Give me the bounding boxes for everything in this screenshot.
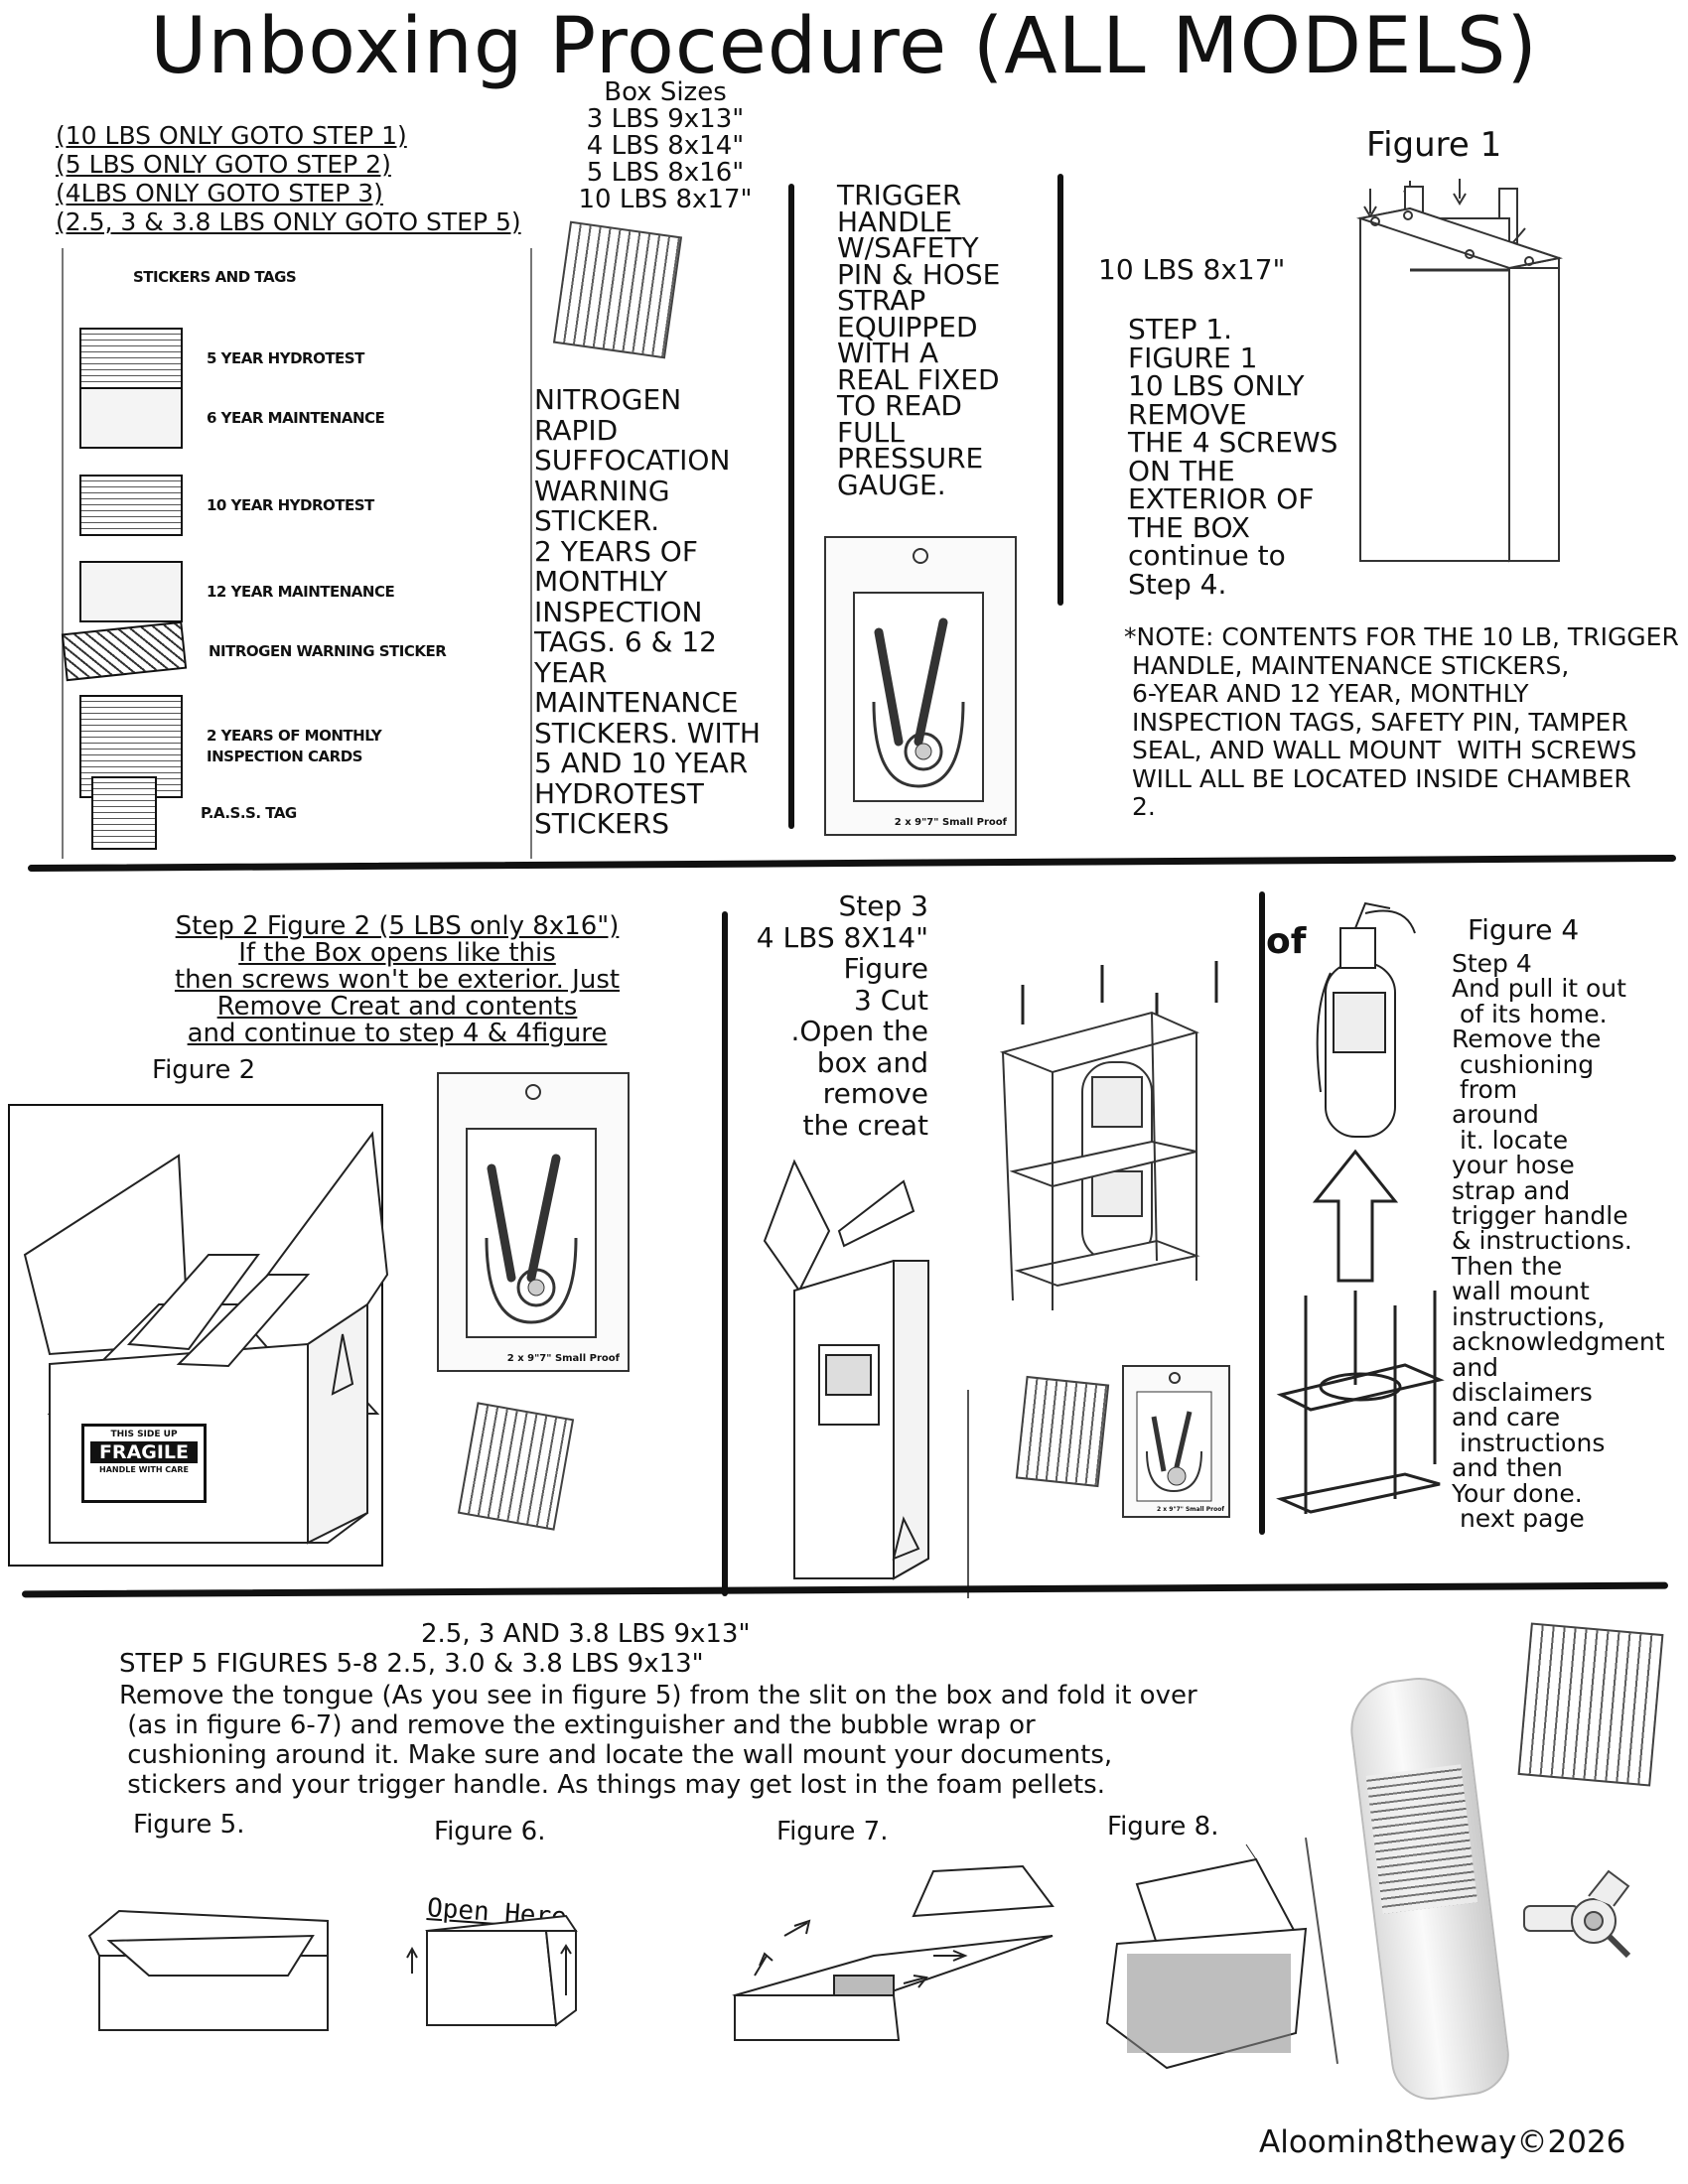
step2-line: Step 2 Figure 2 (5 LBS only 8x16") — [149, 913, 645, 940]
sticker-label: P.A.S.S. TAG — [201, 804, 297, 822]
figure5-label: Figure 5. — [133, 1811, 244, 1840]
box-size-item: 10 LBS 8x17" — [566, 187, 765, 213]
sticker-label: 2 YEARS OF MONTHLY INSPECTION CARDS — [207, 726, 385, 767]
sticker-sheet-image — [553, 221, 682, 359]
sticker-thumbnail — [79, 475, 183, 536]
proof-label: 2 x 9"7" Small Proof — [1157, 1506, 1224, 1513]
sticker-sheet-image — [1016, 1376, 1109, 1487]
trigger-handle-icon — [1132, 1382, 1221, 1511]
figure8-box-drawing — [1097, 1854, 1326, 2083]
sticker-thumbnail — [79, 561, 183, 622]
step1-size: 10 LBS 8x17" — [1098, 254, 1285, 286]
fire-extinguisher-drawing — [1306, 893, 1415, 1142]
cylinder-label-image — [1366, 1764, 1477, 1914]
figure1-label: Figure 1 — [1366, 125, 1501, 165]
divider-vertical — [722, 911, 728, 1596]
trigger-handle-icon — [457, 1109, 606, 1347]
step5-instructions: Remove the tongue (As you see in figure … — [119, 1681, 1291, 1800]
sticker-label: 12 YEAR MAINTENANCE — [207, 583, 394, 601]
step1-note: *NOTE: CONTENTS FOR THE 10 LB, TRIGGER H… — [1124, 623, 1688, 822]
crate-drawing — [993, 953, 1211, 1350]
step5-size: 2.5, 3 AND 3.8 LBS 9x13" — [421, 1620, 750, 1649]
sticker-label: 10 YEAR HYDROTEST — [207, 496, 374, 514]
gas-cylinder-image — [1345, 1672, 1514, 2104]
sticker-label: NITROGEN WARNING STICKER — [209, 642, 446, 660]
sticker-thumbnail — [79, 328, 183, 389]
sticker-item: NITROGEN WARNING STICKER — [64, 627, 446, 675]
stickers-heading: STICKERS AND TAGS — [133, 268, 296, 286]
figure7-label: Figure 7. — [776, 1818, 888, 1846]
sticker-item: 6 YEAR MAINTENANCE — [79, 387, 384, 449]
figure5-box-drawing — [89, 1906, 348, 2045]
sticker-item: 12 YEAR MAINTENANCE — [79, 561, 394, 622]
divider-vertical — [1057, 174, 1063, 606]
goto-line: (4LBS ONLY GOTO STEP 3) — [56, 179, 572, 207]
step5-heading: STEP 5 FIGURES 5-8 2.5, 3.0 & 3.8 LBS 9x… — [119, 1650, 704, 1679]
box-size-item: 4 LBS 8x14" — [566, 133, 765, 160]
fragile-top-text: THIS SIDE UP — [84, 1430, 204, 1439]
fragile-label: THIS SIDE UP FRAGILE HANDLE WITH CARE — [81, 1424, 207, 1503]
sticker-sheet-image — [1518, 1622, 1664, 1786]
trigger-handle-tag-small: 2 x 9"7" Small Proof — [1122, 1365, 1230, 1518]
step2-instructions: Step 2 Figure 2 (5 LBS only 8x16") If th… — [149, 913, 645, 1047]
sticker-thumbnail — [62, 621, 187, 681]
divider-vertical — [788, 184, 794, 829]
trigger-description: TRIGGER HANDLE W/SAFETY PIN & HOSE STRAP… — [837, 183, 1036, 498]
sticker-item: 5 YEAR HYDROTEST — [79, 328, 364, 389]
step4-fragment: of — [1266, 921, 1306, 962]
fragile-main-text: FRAGILE — [90, 1441, 198, 1463]
nitrogen-description: NITROGEN RAPID SUFFOCATION WARNING STICK… — [534, 385, 773, 840]
step2-line: If the Box opens like this — [149, 940, 645, 967]
copyright: Aloomin8theway©2026 — [1259, 2124, 1625, 2160]
figure6-box-drawing — [397, 1916, 576, 2035]
figure6-label: Figure 6. — [434, 1818, 545, 1846]
sticker-sheet-image — [458, 1402, 574, 1530]
sticker-thumbnail — [91, 776, 157, 850]
sticker-item: 10 YEAR HYDROTEST — [79, 475, 374, 536]
section-divider — [22, 1582, 1668, 1598]
box-sizes: Box Sizes 3 LBS 9x13" 4 LBS 8x14" 5 LBS … — [566, 79, 765, 213]
hanging-hole-icon — [525, 1084, 541, 1100]
step4-instructions: Step 4 And pull it out of its home. Remo… — [1452, 951, 1686, 1531]
page-title: Unboxing Procedure (ALL MODELS) — [0, 2, 1688, 91]
trigger-handle-icon — [844, 573, 993, 811]
trigger-handle-tag: 2 x 9"7" Small Proof — [437, 1072, 630, 1372]
trigger-handle-tag: 2 x 9"7" Small Proof — [824, 536, 1017, 836]
sticker-item: P.A.S.S. TAG — [91, 776, 297, 850]
step2-line: Remove Creat and contents — [149, 994, 645, 1021]
goto-line: (2.5, 3 & 3.8 LBS ONLY GOTO STEP 5) — [56, 207, 572, 236]
trigger-handle-icon — [1519, 1866, 1638, 1966]
goto-line: (5 LBS ONLY GOTO STEP 2) — [56, 150, 572, 179]
figure2-frame: THIS SIDE UP FRAGILE HANDLE WITH CARE — [8, 1104, 383, 1567]
divider-vertical — [1259, 891, 1265, 1535]
divider-thin — [967, 1390, 969, 1598]
proof-label: 2 x 9"7" Small Proof — [507, 1353, 620, 1364]
hanging-hole-icon — [913, 548, 928, 564]
step2-line: then screws won't be exterior. Just — [149, 967, 645, 994]
sticker-label: 5 YEAR HYDROTEST — [207, 349, 364, 367]
box-sizes-heading: Box Sizes — [566, 79, 765, 106]
figure8-label: Figure 8. — [1107, 1813, 1218, 1842]
figure1-box-drawing — [1331, 169, 1618, 586]
box-size-item: 3 LBS 9x13" — [566, 106, 765, 133]
step3-instructions: Step 3 4 LBS 8X14" Figure 3 Cut .Open th… — [735, 890, 928, 1141]
sticker-thumbnail — [79, 387, 183, 449]
up-arrow-icon — [1311, 1147, 1400, 1286]
fragile-bottom-text: HANDLE WITH CARE — [84, 1465, 204, 1474]
figure4-label: Figure 4 — [1468, 913, 1579, 946]
goto-list: (10 LBS ONLY GOTO STEP 1) (5 LBS ONLY GO… — [56, 121, 572, 236]
step2-line: and continue to step 4 & 4figure — [149, 1021, 645, 1047]
figure2-label: Figure 2 — [152, 1056, 255, 1085]
goto-line: (10 LBS ONLY GOTO STEP 1) — [56, 121, 572, 150]
wall-mount-drawing — [1276, 1286, 1455, 1534]
proof-label: 2 x 9"7" Small Proof — [895, 817, 1007, 828]
figure3-box-drawing — [755, 1142, 933, 1578]
figure7-box-drawing — [735, 1866, 1062, 2025]
sticker-label: 6 YEAR MAINTENANCE — [207, 409, 384, 427]
box-size-item: 5 LBS 8x16" — [566, 160, 765, 187]
